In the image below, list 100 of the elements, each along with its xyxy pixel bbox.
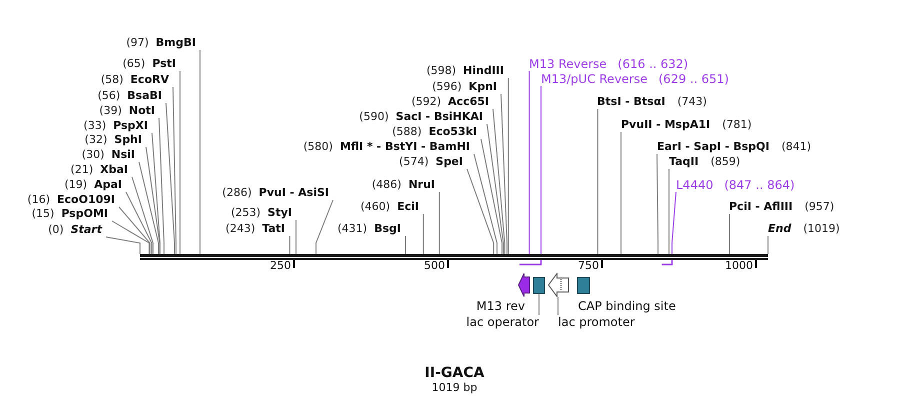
enzyme-name: BsgI xyxy=(374,222,401,236)
leader-line xyxy=(112,220,150,254)
leader-line xyxy=(152,132,160,254)
leader-line xyxy=(126,192,152,254)
leader-line xyxy=(672,192,676,254)
cut-position: (19) xyxy=(64,178,88,192)
enzyme-name: EcoO109I xyxy=(57,193,115,207)
leader-line xyxy=(474,154,498,254)
cut-position: (588) xyxy=(392,125,422,139)
cut-position: (32) xyxy=(84,133,108,147)
cut-position: (859) xyxy=(710,155,740,169)
cut-position: (243) xyxy=(226,222,256,236)
leader-line xyxy=(438,192,440,254)
feature-label: CAP binding site xyxy=(578,299,676,313)
leader-line xyxy=(538,294,540,316)
enzyme-name: NotI xyxy=(128,104,155,118)
scale-number: 1000 xyxy=(725,259,753,273)
leader-line xyxy=(146,146,160,254)
cut-position: (15) xyxy=(32,207,54,221)
leader-line xyxy=(422,214,424,254)
leader-line xyxy=(316,200,334,254)
leader-line xyxy=(620,132,622,254)
enzyme-name: PspOMI xyxy=(61,207,108,221)
cut-position: (590) xyxy=(359,110,389,124)
enzyme-name: PspXI xyxy=(113,119,148,133)
leader-line xyxy=(172,86,176,254)
enzyme-name: PciI - AflIII xyxy=(729,200,793,214)
primer-name: M13/pUC Reverse xyxy=(541,72,648,86)
cut-position: (56) xyxy=(98,89,120,103)
leader-line xyxy=(528,70,530,254)
cut-position: (592) xyxy=(411,95,442,109)
enzyme-name: PstI xyxy=(152,57,176,71)
enzyme-name: XbaI xyxy=(100,163,128,177)
feature-box xyxy=(577,277,590,294)
base-position: (1019) xyxy=(803,222,840,236)
sequence-end-label: End xyxy=(768,222,792,236)
cut-position: (957) xyxy=(804,200,834,214)
cut-position: (21) xyxy=(70,163,94,177)
enzyme-name: BmgBI xyxy=(156,36,196,50)
leader-line xyxy=(166,102,175,254)
enzyme-name: PvuII - MspA1I xyxy=(621,118,710,132)
leader-line xyxy=(486,124,504,254)
leader-line xyxy=(138,162,159,254)
leader-line xyxy=(500,94,508,254)
pointed-feature-block xyxy=(548,273,569,297)
cut-position: (65) xyxy=(122,57,146,71)
feature-label: lac promoter xyxy=(558,315,635,329)
base-position: (0) xyxy=(48,223,64,237)
primer-range: (616 .. 632) xyxy=(618,57,688,71)
map-title: II-GACA xyxy=(424,365,484,381)
enzyme-name: BtsI - BtsαI xyxy=(597,95,666,109)
enzyme-name: KpnI xyxy=(468,80,497,94)
cut-position: (486) xyxy=(372,178,402,192)
leader-line xyxy=(405,236,406,254)
cut-position: (574) xyxy=(399,155,429,169)
leader-line xyxy=(492,108,506,254)
enzyme-name: EcoRV xyxy=(130,73,169,87)
enzyme-name: Acc65I xyxy=(448,95,489,109)
cut-position: (286) xyxy=(222,186,252,200)
cut-position: (743) xyxy=(677,95,707,109)
primer-name: M13 Reverse xyxy=(529,57,607,71)
cut-position: (431) xyxy=(338,222,368,236)
leader-line xyxy=(508,78,509,254)
enzyme-name: HindIII xyxy=(463,64,504,78)
leader-line xyxy=(656,154,658,254)
enzyme-name: NsiI xyxy=(111,148,135,162)
cut-position: (596) xyxy=(432,80,462,94)
leader-line xyxy=(480,138,502,254)
primer-name: L4440 xyxy=(676,178,714,192)
sequence-start-label: Start xyxy=(70,223,102,237)
cut-position: (253) xyxy=(230,206,261,220)
enzyme-name: TatI xyxy=(262,222,285,236)
leader-line xyxy=(729,214,730,254)
leader-line xyxy=(118,206,150,254)
leader-line xyxy=(158,118,164,254)
dna-backbone xyxy=(140,254,768,260)
feature-label: lac operator xyxy=(466,315,539,329)
leader-line xyxy=(289,236,290,254)
enzyme-name: StyI xyxy=(268,206,292,220)
cut-position: (781) xyxy=(722,118,752,132)
enzyme-name: SphI xyxy=(114,133,142,147)
enzyme-name: EarI - SapI - BspQI xyxy=(657,140,770,154)
leader-line xyxy=(597,108,598,254)
scale-number: 250 xyxy=(270,259,291,273)
sequence-length: 1019 bp xyxy=(432,381,478,394)
enzyme-name: SpeI xyxy=(436,155,463,169)
cut-position: (33) xyxy=(84,119,106,133)
cut-position: (460) xyxy=(360,200,390,214)
scale-number: 750 xyxy=(578,259,599,273)
enzyme-name: PvuI - AsiSI xyxy=(258,186,329,200)
primer-range: (847 .. 864) xyxy=(724,178,795,192)
enzyme-name: SacI - BsiHKAI xyxy=(396,110,483,124)
leader-line xyxy=(132,176,154,254)
enzyme-name: TaqII xyxy=(669,155,699,169)
cut-position: (39) xyxy=(99,104,122,118)
feature-label: M13 rev xyxy=(476,299,525,313)
scale-number: 500 xyxy=(424,259,445,273)
leader-line xyxy=(540,86,542,254)
leader-line xyxy=(466,168,494,254)
cut-position: (580) xyxy=(303,140,333,154)
